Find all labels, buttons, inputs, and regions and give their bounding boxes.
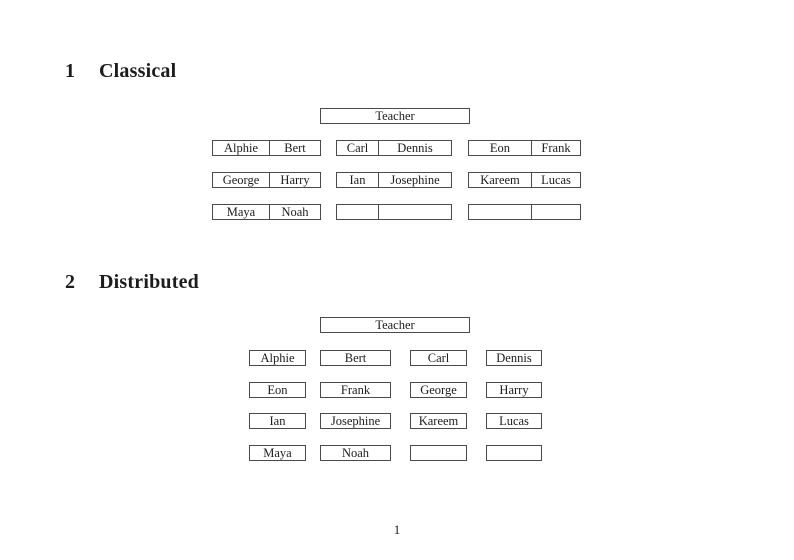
teacher-box: Teacher (320, 108, 470, 124)
desk-seat-right: Dennis (378, 141, 451, 155)
desk-seat-right: Lucas (531, 173, 580, 187)
seat-box: Carl (410, 350, 467, 366)
teacher-label: Teacher (375, 318, 415, 332)
desk-seat-left: Eon (489, 141, 511, 155)
desk-seat-left (469, 205, 531, 219)
seat-box: Noah (320, 445, 391, 461)
desk-box: Maya Noah (212, 204, 321, 220)
teacher-label: Teacher (375, 109, 415, 123)
seat-box: Ian (249, 413, 306, 429)
seat-box (410, 445, 467, 461)
seat-box (486, 445, 542, 461)
desk-seat-right (378, 205, 451, 219)
seat-box: Maya (249, 445, 306, 461)
desk-seat-left: George (222, 173, 260, 187)
desk-box: Alphie Bert (212, 140, 321, 156)
desk-seat-right: Noah (269, 205, 320, 219)
seat-box: Dennis (486, 350, 542, 366)
desk-seat-right: Frank (531, 141, 580, 155)
seat-box: George (410, 382, 467, 398)
desk-seat-left: Ian (349, 173, 366, 187)
desk-seat-left (337, 205, 378, 219)
seat-box: Josephine (320, 413, 391, 429)
desk-seat-left: Alphie (223, 141, 259, 155)
desk-box: Ian Josephine (336, 172, 452, 188)
desk-seat-right: Harry (269, 173, 320, 187)
desk-seat-right (531, 205, 580, 219)
desk-seat-left: Kareem (480, 173, 520, 187)
seat-box: Kareem (410, 413, 467, 429)
section-number: 2 (65, 271, 76, 293)
desk-seat-left: Maya (226, 205, 256, 219)
seat-box: Alphie (249, 350, 306, 366)
desk-seat-left: Carl (346, 141, 369, 155)
section-heading-classical: 1 Classical (65, 61, 176, 81)
desk-seat-right: Josephine (378, 173, 451, 187)
desk-box: Carl Dennis (336, 140, 452, 156)
section-number: 1 (65, 60, 76, 82)
desk-box: Kareem Lucas (468, 172, 581, 188)
section-title: Classical (99, 60, 177, 82)
desk-box (468, 204, 581, 220)
seat-box: Bert (320, 350, 391, 366)
seat-box: Eon (249, 382, 306, 398)
page-number: 1 (393, 522, 401, 537)
desk-box (336, 204, 452, 220)
section-heading-distributed: 2 Distributed (65, 272, 199, 292)
seat-box: Harry (486, 382, 542, 398)
teacher-box: Teacher (320, 317, 470, 333)
section-title: Distributed (99, 271, 199, 293)
desk-box: Eon Frank (468, 140, 581, 156)
desk-box: George Harry (212, 172, 321, 188)
seat-box: Lucas (486, 413, 542, 429)
seat-box: Frank (320, 382, 391, 398)
desk-seat-right: Bert (269, 141, 320, 155)
